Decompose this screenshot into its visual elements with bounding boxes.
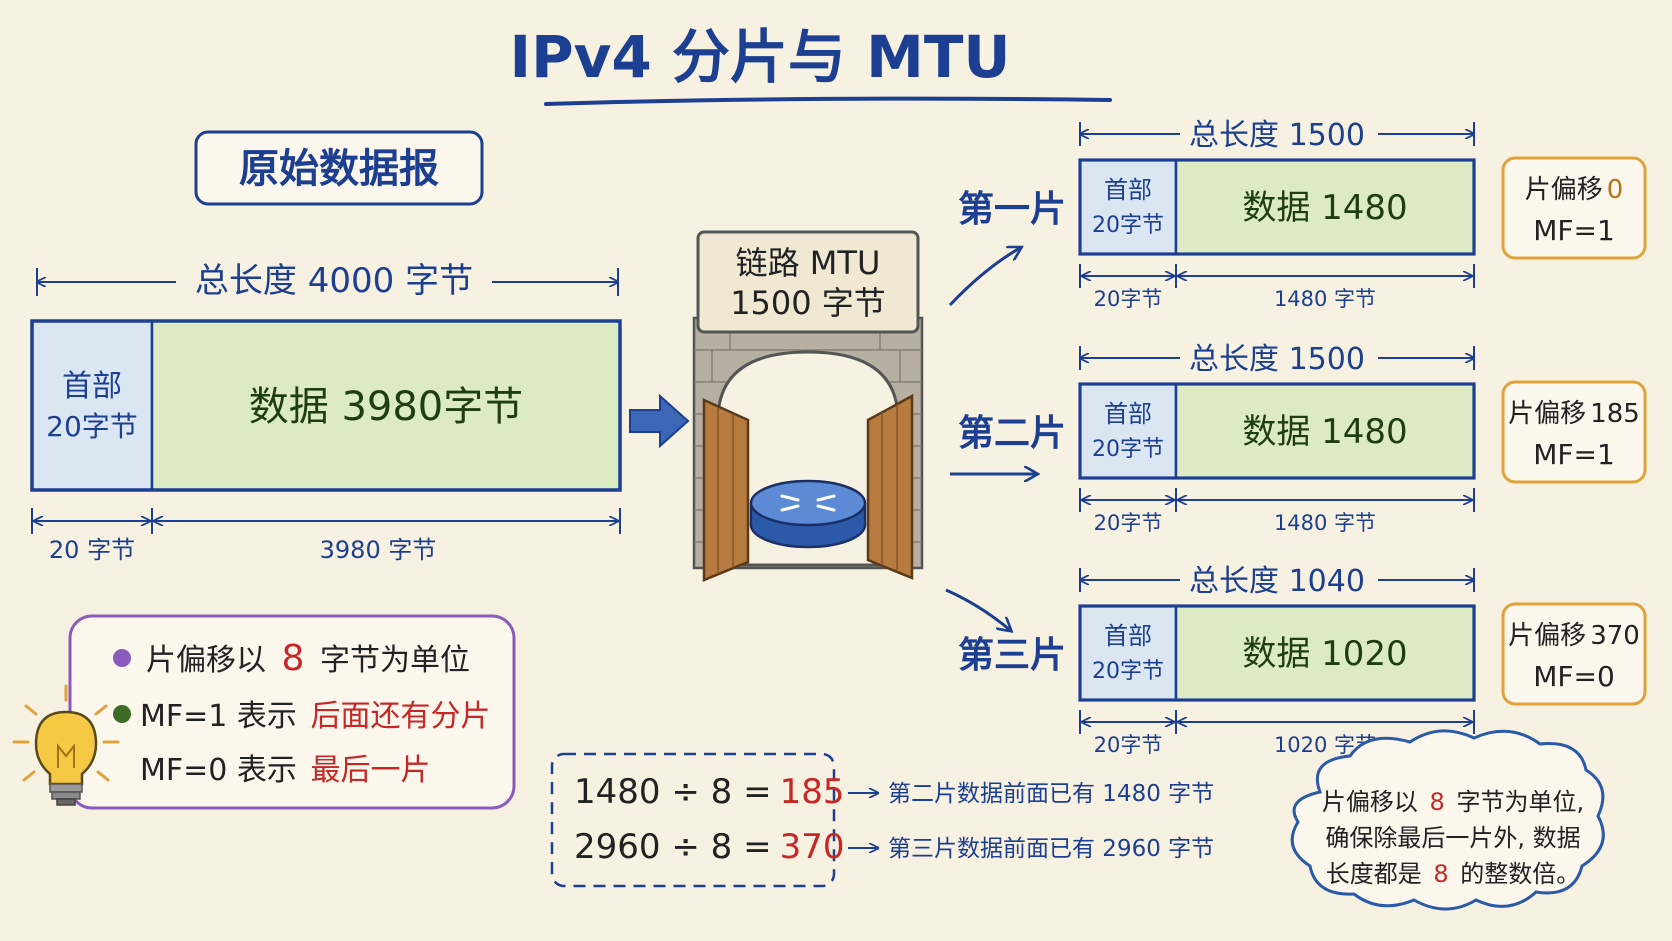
fragment-header-block — [1078, 382, 1178, 480]
original-data-dim-label: 3980 字节 — [320, 536, 437, 564]
original-data-label: 数据 3980字节 — [249, 384, 524, 430]
fragment-name: 第三片 — [958, 635, 1066, 676]
cloud-line-1: 片偏移以 8 字节为单位, — [1322, 788, 1584, 816]
green-bullet — [113, 705, 131, 723]
calc-result: 370 — [780, 827, 845, 867]
cloud-line-3: 长度都是 8 的整数倍。 — [1326, 860, 1581, 888]
calc-expr: 2960 ÷ 8 = — [574, 827, 772, 867]
fragment-outline — [1078, 158, 1476, 256]
fragment-outline — [1078, 604, 1476, 702]
fragment-name: 第二片 — [958, 413, 1066, 454]
note-offset-unit-a: 片偏移以 — [146, 643, 266, 678]
fragment-header-label-1: 首部 — [1104, 176, 1152, 204]
cloud-line-3-b: 的整数倍。 — [1460, 860, 1580, 888]
fragment-offset-value: 185 — [1590, 399, 1640, 429]
calc-rows: 1480 ÷ 8 =185 第二片数据前面已有 1480 字节 2960 ÷ 8 =… — [574, 772, 1214, 867]
note-mf1-b: 后面还有分片 — [310, 699, 490, 734]
calc-expression: 2960 ÷ 8 =370 — [574, 827, 844, 867]
note-mf0-b: 最后一片 — [310, 753, 430, 788]
fragment-header-block — [1078, 158, 1178, 256]
arrow-to-fragment-1 — [948, 248, 1020, 307]
fragment-name: 第一片 — [958, 189, 1066, 230]
calc-note: 第三片数据前面已有 2960 字节 — [888, 836, 1214, 862]
fragment-mf-flag: MF=0 — [1533, 660, 1615, 693]
arrow-into-router — [629, 393, 690, 449]
fragment-offset-word: 片偏移 — [1525, 175, 1603, 205]
note-mf0-a: MF=0 表示 — [140, 753, 297, 788]
fragment-total-length: 总长度 1500 — [1189, 342, 1365, 377]
fragment-offset-word: 片偏移 — [1508, 621, 1586, 651]
fragment-data-label: 数据 1480 — [1242, 412, 1407, 452]
fragment-header-dim-label: 20字节 — [1094, 511, 1163, 535]
fragment-header-label-2: 20字节 — [1092, 213, 1164, 238]
calc-result: 185 — [780, 772, 845, 812]
fragment-header-label-1: 首部 — [1104, 622, 1152, 650]
title-underline — [544, 96, 1112, 106]
original-datagram-outline — [30, 319, 622, 492]
router-mtu-label-2: 1500 字节 — [730, 284, 886, 322]
original-header-label-1: 首部 — [62, 369, 122, 404]
fragment-header-dim-label: 20字节 — [1094, 287, 1163, 311]
fragment-offset-tag — [1501, 380, 1647, 484]
original-datagram-tag — [194, 130, 484, 206]
note-offset-unit-num: 8 — [282, 638, 305, 679]
original-header-label-2: 20字节 — [46, 410, 138, 443]
calc-box — [550, 752, 836, 888]
calc-expression: 1480 ÷ 8 =185 — [574, 772, 844, 812]
lightbulb-icon — [12, 684, 120, 806]
fragment-total-length: 总长度 1040 — [1189, 564, 1365, 599]
cloud-line-3-a: 长度都是 — [1326, 860, 1422, 888]
original-header-block — [30, 319, 154, 492]
fragment-header-label-2: 20字节 — [1092, 659, 1164, 684]
fragment-header-block — [1078, 604, 1178, 702]
purple-bullet — [113, 649, 131, 667]
cloud-line-1-num: 8 — [1430, 788, 1445, 816]
fragment-offset-tag — [1501, 156, 1647, 260]
calc-note: 第二片数据前面已有 1480 字节 — [888, 781, 1214, 807]
cloud-note — [1290, 729, 1605, 911]
note-mf0: MF=0 表示 最后一片 — [140, 753, 430, 788]
arrow-to-fragment-3 — [945, 588, 1010, 630]
note-mf1: MF=1 表示 后面还有分片 — [140, 699, 490, 734]
fragment-total-length: 总长度 1500 — [1189, 118, 1365, 153]
fragment-outline — [1078, 382, 1476, 480]
fragment-header-label-2: 20字节 — [1092, 437, 1164, 462]
fragment-data-dim-label: 1480 字节 — [1274, 511, 1376, 535]
original-total-length-label: 总长度 4000 字节 — [195, 261, 473, 301]
calc-expr: 1480 ÷ 8 = — [574, 772, 772, 812]
calc-row: 2960 ÷ 8 =370 第三片数据前面已有 2960 字节 — [574, 827, 1214, 867]
router-mtu-label-1: 链路 MTU — [736, 244, 881, 282]
fragment-header-label-1: 首部 — [1104, 400, 1152, 428]
original-header-dim-label: 20 字节 — [49, 536, 135, 564]
note-mf1-a: MF=1 表示 — [140, 699, 297, 734]
fragment-offset-word: 片偏移 — [1508, 399, 1586, 429]
cloud-line-1-b: 字节为单位, — [1456, 788, 1584, 816]
cloud-line-1-a: 片偏移以 — [1322, 788, 1418, 816]
original-datagram-tag-label: 原始数据报 — [239, 146, 439, 192]
calc-row: 1480 ÷ 8 =185 第二片数据前面已有 1480 字节 — [574, 772, 1214, 812]
fragment-offset-value: 370 — [1590, 621, 1640, 651]
fragment-data-label: 数据 1020 — [1242, 634, 1407, 674]
cloud-line-2: 确保除最后一片外, 数据 — [1325, 824, 1580, 852]
router-gate — [692, 230, 924, 582]
note-offset-unit-b: 字节为单位 — [320, 643, 470, 678]
fragment-offset-tag — [1501, 602, 1647, 706]
fragment-header-dim-label: 20字节 — [1094, 733, 1163, 757]
note-offset-unit: 片偏移以 8 字节为单位 — [146, 638, 470, 679]
fragment-offset-value: 0 — [1607, 175, 1624, 205]
fragment-mf-flag: MF=1 — [1533, 214, 1615, 247]
cloud-line-3-num: 8 — [1433, 860, 1448, 888]
fragment-data-dim-label: 1480 字节 — [1274, 287, 1376, 311]
page-title: IPv4 分片与 MTU — [509, 23, 1010, 91]
fragment-data-label: 数据 1480 — [1242, 188, 1407, 228]
fragment-mf-flag: MF=1 — [1533, 438, 1615, 471]
